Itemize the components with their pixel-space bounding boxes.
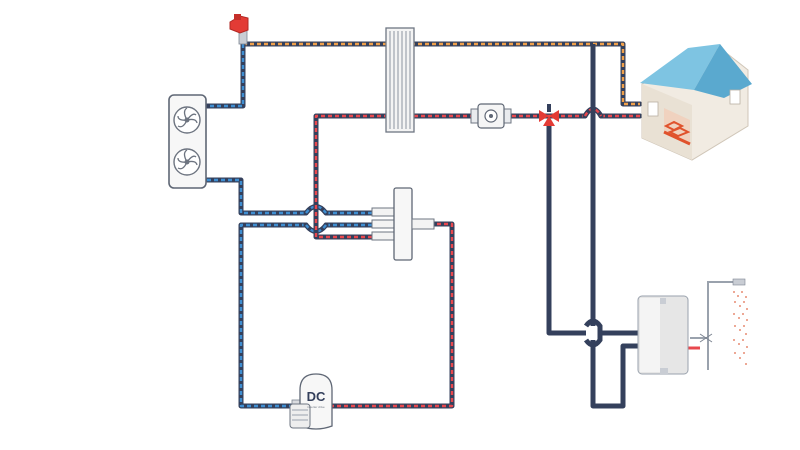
dc-compressor-icon: DC inverter drive [289, 373, 333, 430]
three-way-valve-icon [539, 104, 559, 126]
pipe-hot-supply-top [240, 41, 643, 107]
circulation-pump-icon [470, 103, 512, 129]
four-way-valve-icon [371, 187, 435, 261]
pipe-tap-water [688, 281, 736, 370]
pipe-heating-supply [411, 106, 643, 119]
hot-water-tank-icon [637, 295, 689, 375]
expansion-valve-icon [229, 14, 249, 45]
outdoor-fan-unit-icon [168, 94, 207, 189]
plate-heat-exchanger-icon [385, 27, 415, 133]
compressor-subtext: inverter drive [307, 405, 325, 409]
pipe-hot-gas-line [313, 113, 388, 240]
pipe-suction-line [204, 177, 375, 216]
compressor-brand-text: DC [307, 389, 326, 404]
house-underfloor-heating-icon [640, 44, 752, 161]
pipe-tank-coil [546, 124, 640, 336]
shower-icon [699, 278, 748, 365]
pipe-return-vertical [583, 44, 640, 409]
pipe-liquid-line [204, 41, 246, 109]
pipe-discharge-line [327, 221, 455, 409]
